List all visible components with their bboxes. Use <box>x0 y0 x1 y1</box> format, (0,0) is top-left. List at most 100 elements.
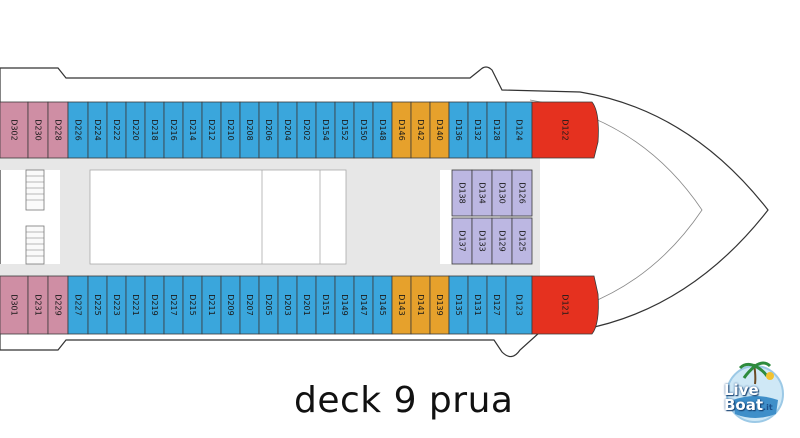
cabin-number: D227 <box>74 294 83 315</box>
cabin-d148[interactable]: D148 <box>372 101 393 159</box>
cabin-number: D130 <box>498 182 507 203</box>
cabin-d215[interactable]: D215 <box>182 275 203 335</box>
cabin-d214[interactable]: D214 <box>182 101 203 159</box>
cabin-d203[interactable]: D203 <box>277 275 298 335</box>
cabin-d302[interactable]: D302 <box>0 101 29 159</box>
cabin-d132[interactable]: D132 <box>467 101 488 159</box>
cabin-d137[interactable]: D137 <box>451 217 473 265</box>
cabin-number: D136 <box>454 119 463 140</box>
cabin-d138[interactable]: D138 <box>451 169 473 217</box>
cabin-d133[interactable]: D133 <box>471 217 493 265</box>
cabin-shape <box>511 217 533 265</box>
cabin-d125[interactable]: D125 <box>511 217 533 265</box>
cabin-d122[interactable]: D122 <box>531 101 599 159</box>
cabin-d140[interactable]: D140 <box>429 101 450 159</box>
cabin-d151[interactable]: D151 <box>315 275 336 335</box>
cabin-number: D201 <box>302 294 311 315</box>
cabin-shape <box>0 275 29 335</box>
cabin-d154[interactable]: D154 <box>315 101 336 159</box>
cabin-d225[interactable]: D225 <box>87 275 108 335</box>
cabin-d219[interactable]: D219 <box>144 275 165 335</box>
cabin-number: D133 <box>478 230 487 251</box>
cabin-d134[interactable]: D134 <box>471 169 493 217</box>
cabin-number: D128 <box>492 119 501 140</box>
cabin-d227[interactable]: D227 <box>67 275 89 335</box>
cabin-d205[interactable]: D205 <box>258 275 279 335</box>
cabin-d141[interactable]: D141 <box>410 275 431 335</box>
cabin-d201[interactable]: D201 <box>296 275 317 335</box>
cabin-d149[interactable]: D149 <box>334 275 355 335</box>
cabin-d301[interactable]: D301 <box>0 275 29 335</box>
cabin-d136[interactable]: D136 <box>448 101 469 159</box>
cabin-d147[interactable]: D147 <box>353 275 374 335</box>
stairs-bottom <box>25 225 45 265</box>
cabin-d229[interactable]: D229 <box>47 275 69 335</box>
cabin-d220[interactable]: D220 <box>125 101 146 159</box>
cabin-number: D229 <box>54 294 63 315</box>
cabin-number: D125 <box>518 230 527 251</box>
logo-wordmark: Live Boat.it <box>724 383 773 415</box>
cabin-d202[interactable]: D202 <box>296 101 317 159</box>
cabin-d124[interactable]: D124 <box>505 101 533 159</box>
cabin-number: D231 <box>34 294 43 315</box>
cabin-number: D131 <box>473 294 482 315</box>
central-corridor <box>60 158 90 276</box>
cabin-number: D203 <box>283 294 292 315</box>
cabin-shape <box>531 275 599 335</box>
cabin-d129[interactable]: D129 <box>491 217 513 265</box>
cabin-number: D152 <box>340 119 349 140</box>
cabin-d123[interactable]: D123 <box>505 275 533 335</box>
cabin-d218[interactable]: D218 <box>144 101 165 159</box>
cabin-number: D149 <box>340 294 349 315</box>
cabin-d135[interactable]: D135 <box>448 275 469 335</box>
cabin-number: D220 <box>131 119 140 140</box>
logo-line1: Live <box>724 381 759 399</box>
cabin-d145[interactable]: D145 <box>372 275 393 335</box>
cabin-d217[interactable]: D217 <box>163 275 184 335</box>
cabin-d221[interactable]: D221 <box>125 275 146 335</box>
cabin-d222[interactable]: D222 <box>106 101 127 159</box>
cabin-d212[interactable]: D212 <box>201 101 222 159</box>
cabin-d152[interactable]: D152 <box>334 101 355 159</box>
cabin-number: D202 <box>302 119 311 140</box>
cabin-d127[interactable]: D127 <box>486 275 507 335</box>
cabin-number: D224 <box>93 119 102 140</box>
cabin-d209[interactable]: D209 <box>220 275 241 335</box>
cabin-d130[interactable]: D130 <box>491 169 513 217</box>
cabin-d142[interactable]: D142 <box>410 101 431 159</box>
cabin-d126[interactable]: D126 <box>511 169 533 217</box>
cabin-d230[interactable]: D230 <box>27 101 49 159</box>
cabin-d224[interactable]: D224 <box>87 101 108 159</box>
cabin-d226[interactable]: D226 <box>67 101 89 159</box>
cabin-d131[interactable]: D131 <box>467 275 488 335</box>
cabin-d216[interactable]: D216 <box>163 101 184 159</box>
cabin-d207[interactable]: D207 <box>239 275 260 335</box>
cabin-number: D206 <box>264 119 273 140</box>
cabin-number: D126 <box>518 182 527 203</box>
cabin-number: D207 <box>245 294 254 315</box>
cabin-number: D228 <box>54 119 63 140</box>
cabin-d204[interactable]: D204 <box>277 101 298 159</box>
cabin-d208[interactable]: D208 <box>239 101 260 159</box>
cabin-d150[interactable]: D150 <box>353 101 374 159</box>
cabin-number: D222 <box>112 119 121 140</box>
cabin-d143[interactable]: D143 <box>391 275 412 335</box>
cabin-d210[interactable]: D210 <box>220 101 241 159</box>
cabin-d228[interactable]: D228 <box>47 101 69 159</box>
cabin-number: D140 <box>435 119 444 140</box>
cabin-d128[interactable]: D128 <box>486 101 507 159</box>
cabin-number: D141 <box>416 294 425 315</box>
cabin-d206[interactable]: D206 <box>258 101 279 159</box>
cabin-number: D150 <box>359 119 368 140</box>
cabin-d139[interactable]: D139 <box>429 275 450 335</box>
cabin-d121[interactable]: D121 <box>531 275 599 335</box>
cabin-number: D132 <box>473 119 482 140</box>
cabin-number: D123 <box>515 294 524 315</box>
cabin-d146[interactable]: D146 <box>391 101 412 159</box>
cabin-number: D124 <box>515 119 524 140</box>
cabin-d211[interactable]: D211 <box>201 275 222 335</box>
cabin-d223[interactable]: D223 <box>106 275 127 335</box>
cabin-number: D223 <box>112 294 121 315</box>
cabin-d231[interactable]: D231 <box>27 275 49 335</box>
